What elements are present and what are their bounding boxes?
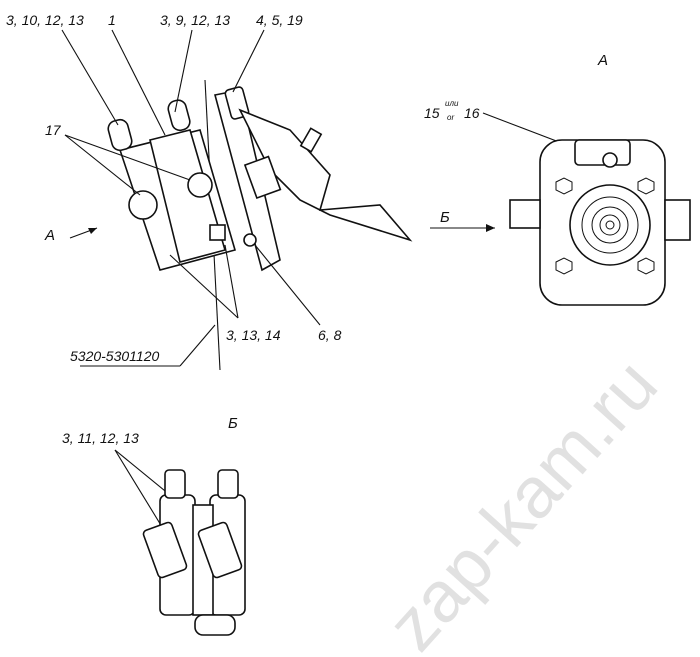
callout-label: 15: [424, 105, 440, 121]
callout-label-sub: or: [447, 113, 454, 122]
callout-label: 1: [108, 12, 116, 28]
view-b-arrow-label: Б: [440, 209, 450, 226]
callout-label: 17: [45, 122, 62, 138]
callout-label: 3, 9, 12, 13: [160, 12, 230, 28]
callout-label: 6, 8: [318, 327, 342, 343]
callout-label: 3, 11, 12, 13: [62, 430, 139, 446]
watermark: zap-kam.ru: [372, 345, 672, 657]
callout-label: 4, 5, 19: [256, 12, 303, 28]
view-b: Б 3, 11, 12, 13: [62, 415, 246, 636]
callout-label: 3, 10, 12, 13: [6, 12, 84, 28]
callout-label: 16: [464, 105, 480, 121]
part-number-label: 5320-5301120: [70, 348, 159, 364]
view-a: A 15 или or 16 Б: [424, 52, 691, 306]
callout-label: 3, 13, 14: [226, 327, 281, 343]
view-b-title: Б: [228, 415, 238, 432]
view-arrow-label: A: [44, 227, 55, 244]
brake-valve-assembly: [107, 79, 413, 371]
callout-label-sup: или: [445, 99, 459, 108]
view-a-title: A: [597, 52, 608, 69]
